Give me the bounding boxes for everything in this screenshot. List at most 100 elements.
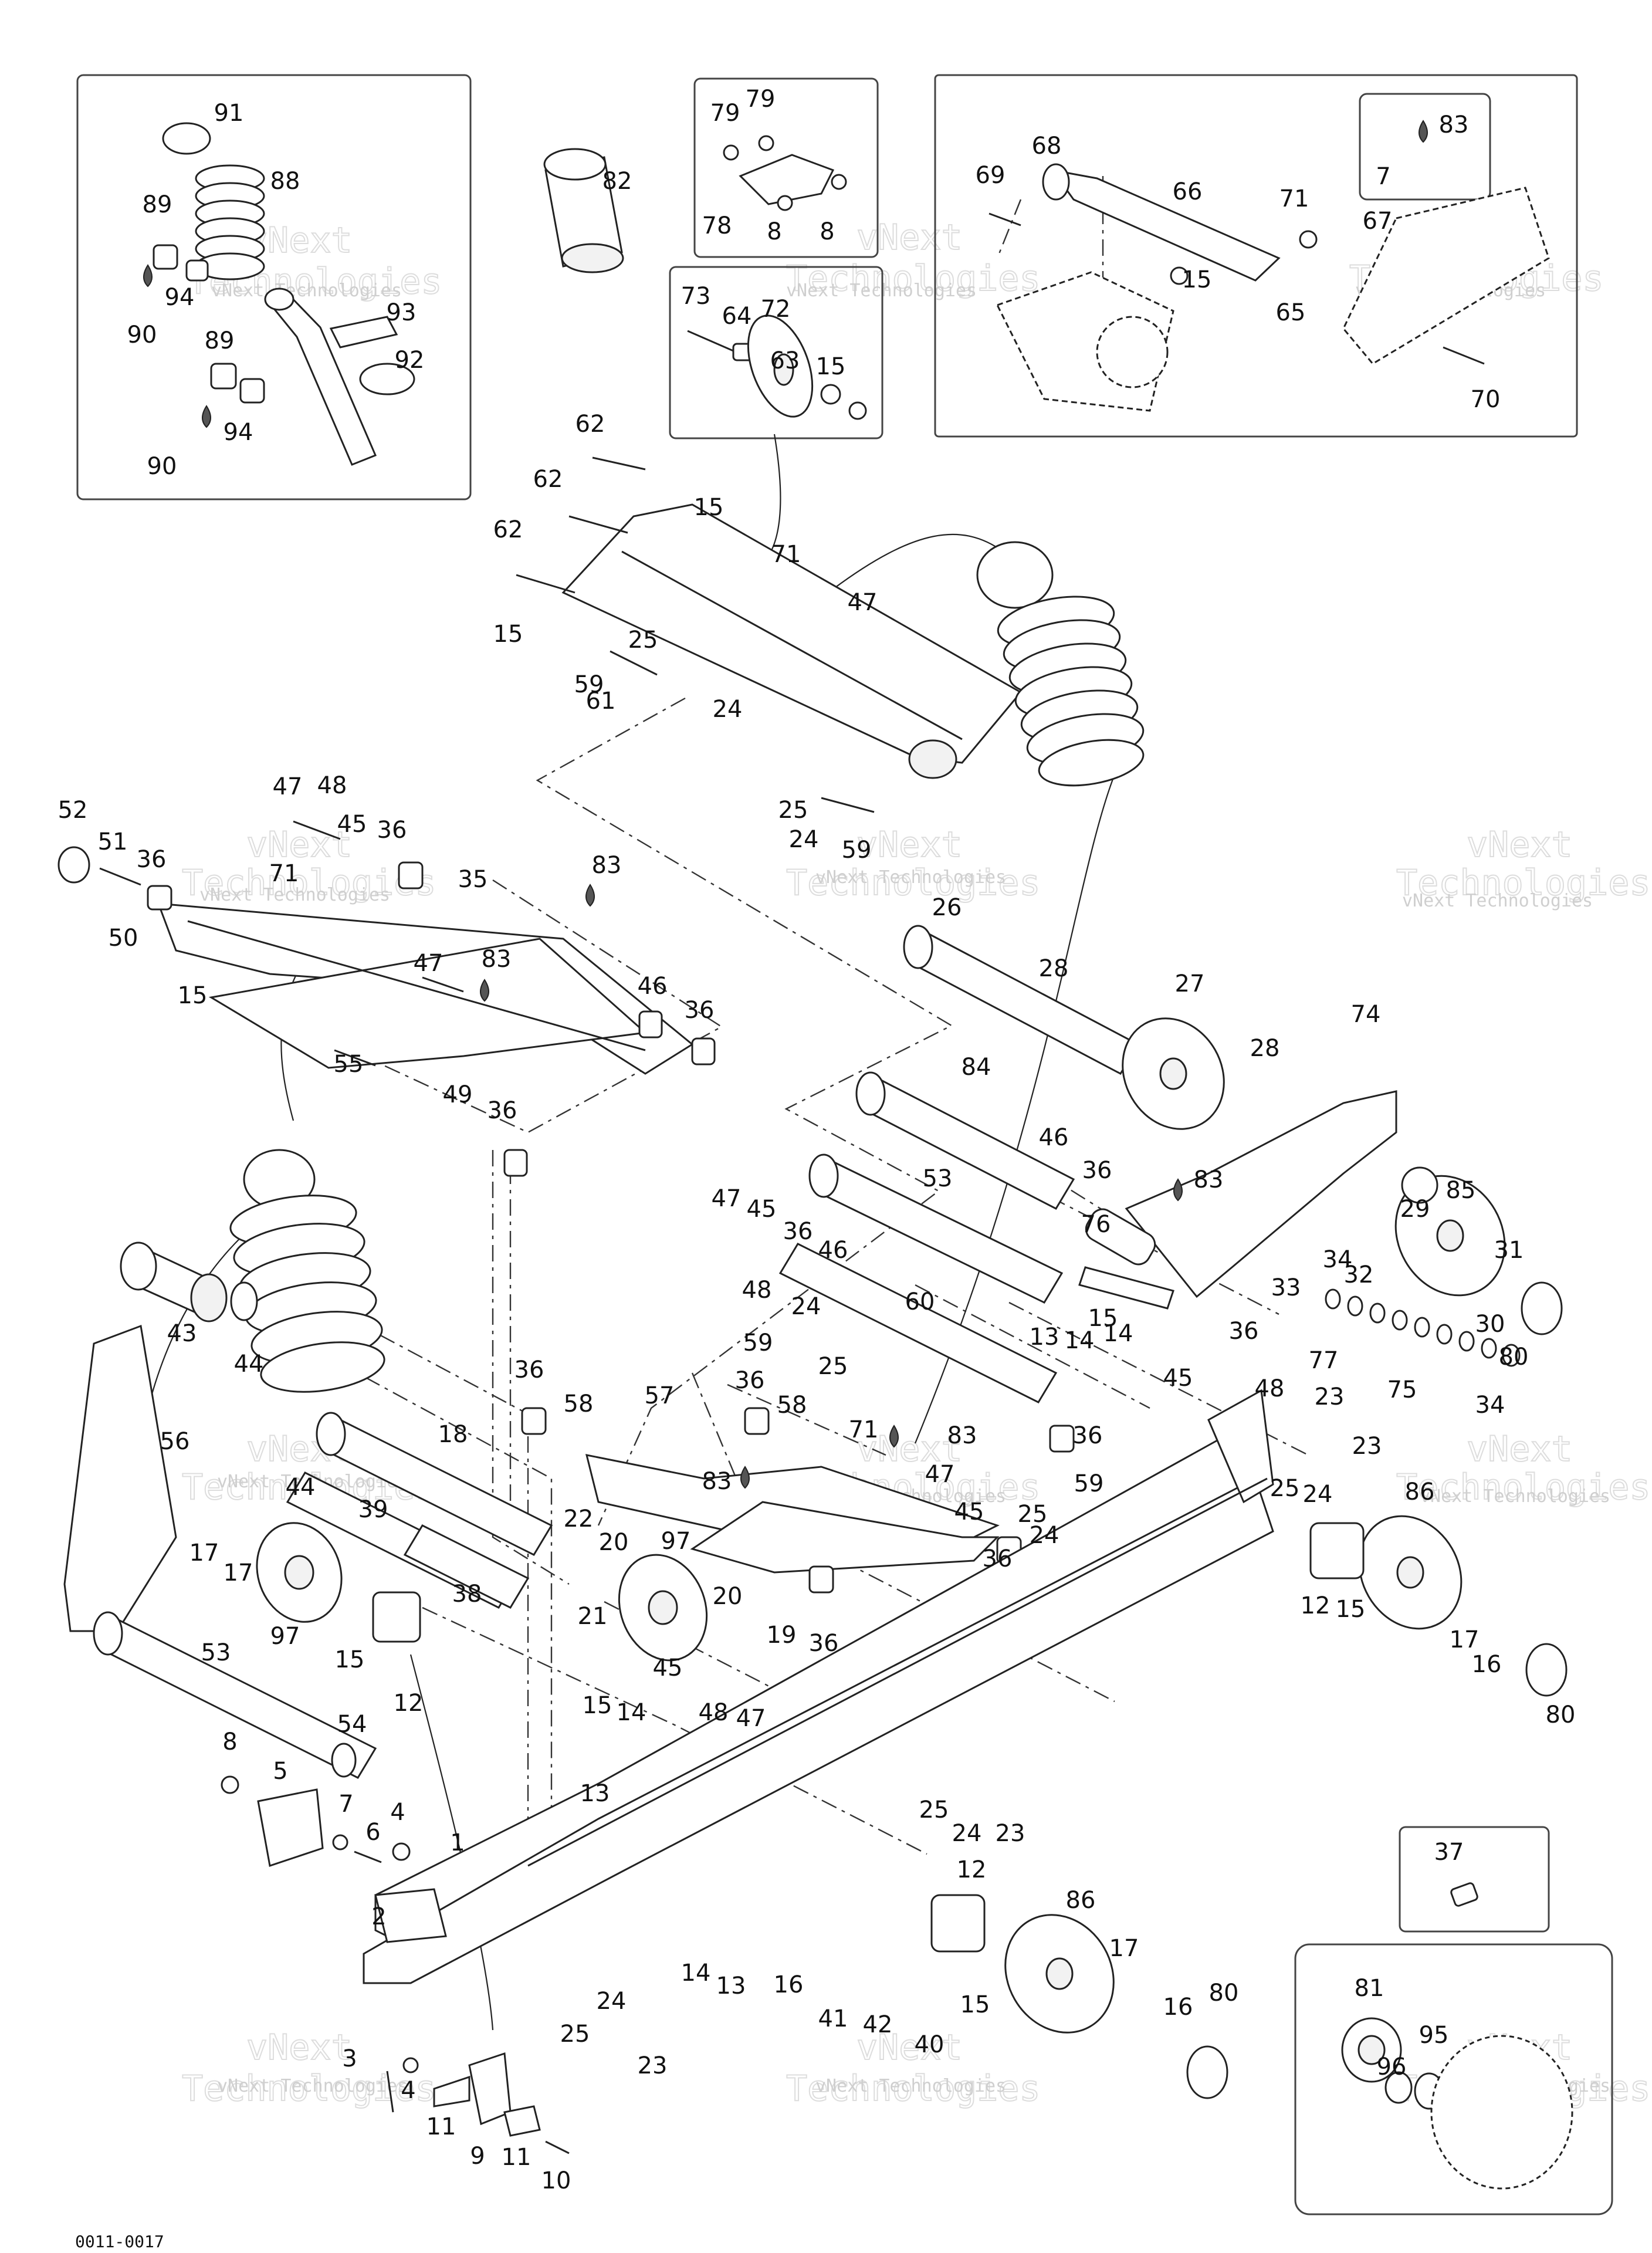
part-number-label: 88 bbox=[270, 168, 300, 195]
part-number-label: 23 bbox=[1315, 1383, 1345, 1410]
shafts bbox=[93, 925, 1140, 1779]
part-number-label: 35 bbox=[458, 866, 488, 893]
part-number-label: 65 bbox=[1276, 299, 1306, 326]
part-number-label: 5 bbox=[273, 1758, 287, 1785]
part-number-label: 36 bbox=[377, 817, 407, 844]
part-number-label: 20 bbox=[599, 1529, 629, 1556]
part-number-label: 11 bbox=[426, 2113, 456, 2140]
front-arm-detail bbox=[989, 163, 1550, 412]
rear-arm-74 bbox=[1078, 1090, 1438, 1310]
part-number-label: 59 bbox=[743, 1330, 773, 1356]
part-number-label: 18 bbox=[438, 1421, 468, 1448]
part-number-label: 19 bbox=[767, 1622, 797, 1649]
watermark: vNext Technologies vNext Technologies bbox=[181, 824, 436, 905]
part-number-label: 44 bbox=[234, 1351, 264, 1378]
part-number-label: 58 bbox=[564, 1391, 594, 1418]
part-number-label: 6 bbox=[365, 1819, 380, 1846]
part-number-label: 89 bbox=[143, 191, 172, 218]
part-number-label: 80 bbox=[1499, 1344, 1529, 1371]
bracket-detail bbox=[723, 135, 847, 211]
diagram-code: 0011-0017 bbox=[75, 2232, 164, 2251]
svg-text:vNext: vNext bbox=[857, 2027, 963, 2068]
part-number-label: 30 bbox=[1475, 1311, 1505, 1338]
shock-absorber-detail bbox=[143, 122, 415, 466]
part-number-label: 15 bbox=[1088, 1305, 1118, 1332]
part-number-label: 24 bbox=[1030, 1522, 1059, 1549]
part-number-label: 83 bbox=[702, 1468, 732, 1495]
clamp bbox=[359, 363, 415, 395]
part-number-label: 25 bbox=[1270, 1475, 1300, 1502]
part-number-label: 86 bbox=[1405, 1479, 1435, 1506]
part-number-label: 51 bbox=[98, 828, 128, 855]
part-number-label: 48 bbox=[317, 772, 347, 799]
part-number-label: 12 bbox=[957, 1856, 987, 1883]
part-number-label: 36 bbox=[137, 846, 167, 873]
part-number-label: 56 bbox=[160, 1428, 190, 1455]
part-number-label: 15 bbox=[493, 621, 523, 648]
part-number-label: 20 bbox=[713, 1583, 743, 1610]
spring-cap bbox=[162, 122, 211, 155]
svg-text:Technologies: Technologies bbox=[786, 862, 1040, 904]
part-number-label: 14 bbox=[1065, 1327, 1095, 1354]
rear-shock-upper bbox=[976, 541, 1145, 787]
bushing bbox=[210, 363, 237, 390]
part-number-label: 25 bbox=[628, 627, 658, 654]
part-number-label: 13 bbox=[580, 1780, 610, 1807]
part-11 bbox=[503, 2105, 541, 2137]
part-number-label: 24 bbox=[597, 1988, 627, 2015]
part-number-label: 85 bbox=[1446, 1177, 1476, 1204]
spring-coil bbox=[229, 1195, 385, 1393]
part-number-label: 24 bbox=[789, 826, 819, 853]
part-number-label: 2 bbox=[371, 1903, 386, 1930]
svg-text:vNext: vNext bbox=[246, 220, 353, 261]
part-number-label: 90 bbox=[147, 453, 177, 480]
part-number-label: 12 bbox=[1301, 1592, 1331, 1619]
part-number-label: 24 bbox=[952, 1820, 982, 1847]
wheel-97-left bbox=[256, 1522, 343, 1623]
part-number-label: 22 bbox=[564, 1506, 594, 1533]
part-number-label: 36 bbox=[514, 1356, 544, 1383]
inset-bracket bbox=[693, 77, 879, 258]
part-number-label: 39 bbox=[358, 1496, 388, 1523]
part-number-label: 24 bbox=[791, 1293, 821, 1320]
grease-drop-icon bbox=[1419, 120, 1428, 143]
watermark: vNext Technologies vNext Technologies bbox=[786, 824, 1041, 904]
grease-drop-icon bbox=[889, 1425, 899, 1448]
part-number-label: 33 bbox=[1271, 1274, 1301, 1301]
part-number-label: 64 bbox=[722, 303, 752, 330]
center-cross-shaft bbox=[516, 456, 1023, 813]
svg-text:vNext: vNext bbox=[1467, 1429, 1573, 1470]
watermark: vNext Technologies vNext Technologies bbox=[1396, 824, 1651, 911]
part-number-label: 46 bbox=[1039, 1124, 1069, 1151]
shock-eye bbox=[264, 287, 294, 311]
svg-text:vNext Technologies: vNext Technologies bbox=[1420, 1486, 1610, 1507]
watermark: vNext Technologies vNext Technologies bbox=[786, 2027, 1041, 2110]
part-number-label: 44 bbox=[286, 1474, 316, 1501]
part-number-label: 59 bbox=[842, 837, 872, 864]
part-number-label: 71 bbox=[269, 860, 299, 887]
part-number-label: 58 bbox=[777, 1392, 807, 1419]
wheel-27 bbox=[1122, 1017, 1225, 1130]
part-number-label: 25 bbox=[778, 797, 808, 824]
svg-text:vNext: vNext bbox=[1467, 824, 1573, 865]
caps-80 bbox=[1186, 1281, 1568, 2099]
svg-text:vNext: vNext bbox=[857, 824, 963, 865]
part-number-label: 71 bbox=[1279, 185, 1309, 212]
part-number-label: 36 bbox=[488, 1097, 517, 1124]
svg-text:vNext Technologies: vNext Technologies bbox=[1402, 891, 1593, 911]
part-number-label: 17 bbox=[189, 1540, 219, 1567]
spacer-chain-75 bbox=[1325, 1288, 1521, 1367]
bushing bbox=[239, 378, 265, 404]
inset-part-37 bbox=[1399, 1826, 1550, 1933]
part-number-label: 74 bbox=[1351, 1001, 1381, 1028]
inset-shock-spring bbox=[76, 74, 472, 500]
part-number-label: 40 bbox=[915, 2031, 945, 2058]
front-arm-assembly bbox=[57, 820, 716, 1177]
wheel-86-upper bbox=[1358, 1515, 1463, 1630]
part-number-label: 75 bbox=[1387, 1376, 1417, 1403]
part-number-label: 36 bbox=[983, 1545, 1013, 1572]
svg-text:vNext Technologies: vNext Technologies bbox=[815, 867, 1006, 888]
part-number-label: 70 bbox=[1471, 386, 1501, 413]
cylinder-43 bbox=[120, 1241, 228, 1322]
part-number-label: 86 bbox=[1066, 1887, 1096, 1914]
